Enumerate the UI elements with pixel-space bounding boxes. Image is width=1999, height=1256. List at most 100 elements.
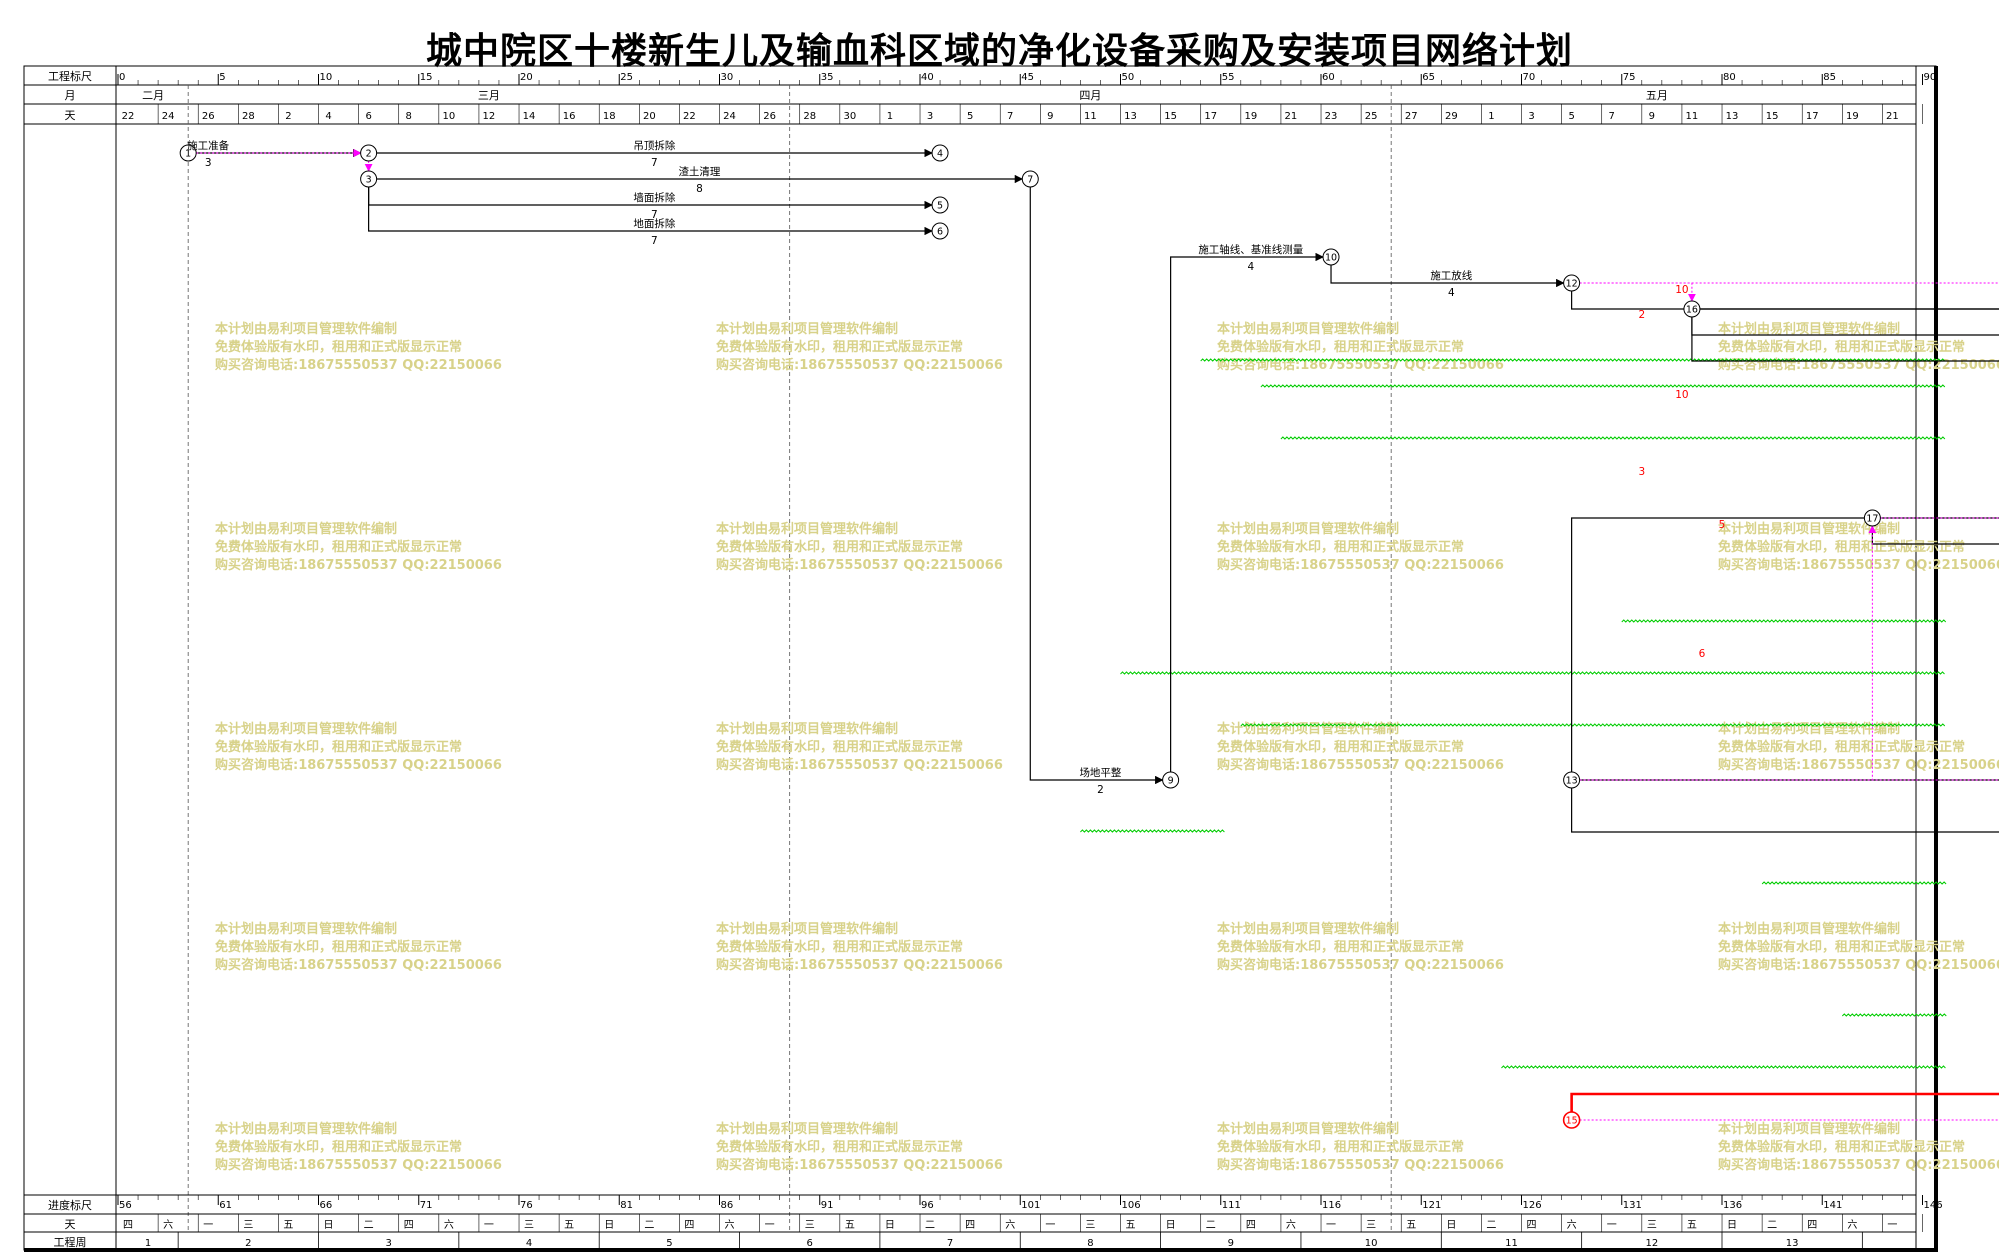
weekday-label: 六 [1005,1219,1015,1231]
event-node: 6 [931,222,949,240]
week-label: 9 [1228,1238,1234,1249]
progress-tick-label: 96 [921,1200,934,1211]
day-label: 1 [887,111,893,122]
ruler-tick-label: 10 [320,72,333,83]
activity-name: 施工轴线、基准线测量 [1198,243,1303,256]
watermark-text: 购买咨询电话:18675550537 QQ:22150066 [1217,957,1504,973]
weekday-label: 三 [243,1220,253,1231]
month-label: 四月 [1079,89,1101,102]
ruler-tick-label: 5 [219,72,225,83]
activity-name: 地面拆除 [633,217,675,230]
weekday-label: 六 [1567,1219,1577,1231]
watermark-text: 本计划由易利项目管理软件编制 [215,321,397,337]
float-label: 3 [1638,466,1645,478]
watermark-text: 本计划由易利项目管理软件编制 [1217,721,1399,737]
activity-name: 施工准备 [187,139,229,152]
weekday-label: 三 [1085,1220,1095,1231]
event-node-circle [179,144,197,162]
watermark-text: 本计划由易利项目管理软件编制 [716,321,898,337]
activity-arrow [368,187,933,236]
weekday-label: 六 [1847,1219,1857,1231]
ruler-tick-label: 50 [1122,72,1135,83]
event-node: 7 [1021,170,1039,188]
free-float-line [1621,619,1947,623]
watermark-text: 购买咨询电话:18675550537 QQ:22150066 [1718,757,1999,773]
free-float-line [1080,829,1225,833]
watermark-text: 本计划由易利项目管理软件编制 [215,721,397,737]
activity-labels: 施工准备3吊顶拆除7渣土清理8墙面拆除7地面拆除7场地平整2施工轴线、基准线测量… [187,139,1725,796]
weekday-label: 三 [1647,1220,1657,1231]
event-node-circle [931,144,949,162]
progress-row-label: 进度标尺 [48,1198,92,1212]
weekday-label: 三 [1366,1220,1376,1231]
watermark-text: 免费体验版有水印，租用和正式版显示正常 [716,939,963,955]
event-node-circle [360,144,378,162]
weekday-label: 二 [644,1220,654,1231]
weekday-label: 日 [1166,1220,1176,1231]
progress-tick-label: 131 [1623,1200,1642,1211]
event-node-number: 7 [1027,175,1033,186]
watermark-text: 本计划由易利项目管理软件编制 [1217,321,1399,337]
day-label: 5 [967,111,973,122]
weekday-label: 四 [1807,1220,1817,1231]
weekday-label: 二 [364,1220,374,1231]
watermark-text: 购买咨询电话:18675550537 QQ:22150066 [716,557,1003,573]
event-node: 16 [1683,300,1701,318]
weekday-label: 四 [1246,1220,1256,1231]
progress-tick-label: 66 [320,1200,333,1211]
watermark-text: 购买咨询电话:18675550537 QQ:22150066 [1217,1157,1504,1173]
event-node-number: 15 [1566,1116,1578,1127]
weekday-label: 二 [925,1220,935,1231]
watermark-text: 免费体验版有水印，租用和正式版显示正常 [716,539,963,555]
watermark-text: 免费体验版有水印，租用和正式版显示正常 [215,739,462,755]
day-label: 3 [927,111,933,122]
event-node: 17 [1863,509,1881,527]
event-node-circle [360,170,378,188]
event-node-number: 5 [937,201,943,212]
free-float-line [1501,1065,1946,1069]
activity-name: 墙面拆除 [633,191,675,204]
watermark-text: 购买咨询电话:18675550537 QQ:22150066 [215,957,502,973]
weekday-label: 五 [1406,1220,1416,1231]
progress-tick-label: 141 [1823,1200,1842,1211]
watermark-text: 免费体验版有水印，租用和正式版显示正常 [1718,539,1965,555]
watermark-text: 免费体验版有水印，租用和正式版显示正常 [215,1139,462,1155]
day-label: 4 [325,111,331,122]
activity-duration: 7 [651,157,658,169]
progress-tick-label: 126 [1523,1200,1542,1211]
ruler-tick-label: 80 [1723,72,1736,83]
event-node-number: 1 [185,149,191,160]
watermark-text: 本计划由易利项目管理软件编制 [1217,1121,1399,1137]
float-label: 10 [1675,284,1688,296]
activity-duration: 4 [1247,261,1254,273]
day-label: 6 [365,111,371,122]
watermark-text: 免费体验版有水印，租用和正式版显示正常 [1718,939,1965,955]
activity-name: 施工放线 [1430,269,1472,282]
watermark-text: 本计划由易利项目管理软件编制 [1718,521,1900,537]
ruler-tick-label: 0 [119,72,125,83]
day-label: 29 [1445,111,1458,122]
virtual-arrow [1579,282,1999,284]
event-node: 10 [1322,248,1340,266]
event-node: 2 [360,144,378,162]
watermark-text: 购买咨询电话:18675550537 QQ:22150066 [716,357,1003,373]
week-label: 6 [807,1238,813,1249]
progress-tick-label: 81 [620,1200,633,1211]
weekday-label: 四 [965,1220,975,1231]
weekday-label: 三 [524,1220,534,1231]
weekday-label: 一 [1045,1220,1055,1231]
activity-duration: 7 [651,209,658,221]
day-label: 22 [122,111,135,122]
progress-tick-label: 71 [420,1200,433,1211]
day-label: 5 [1568,111,1574,122]
watermark-text: 购买咨询电话:18675550537 QQ:22150066 [1217,557,1504,573]
activity-duration: 2 [1097,784,1104,796]
activity-duration: 7 [651,235,658,247]
month-dividers [187,85,1392,1230]
watermark-text: 免费体验版有水印，租用和正式版显示正常 [1217,939,1464,955]
day-label: 22 [683,111,696,122]
watermark-text: 免费体验版有水印，租用和正式版显示正常 [1718,739,1965,755]
ruler-tick-label: 85 [1823,72,1836,83]
